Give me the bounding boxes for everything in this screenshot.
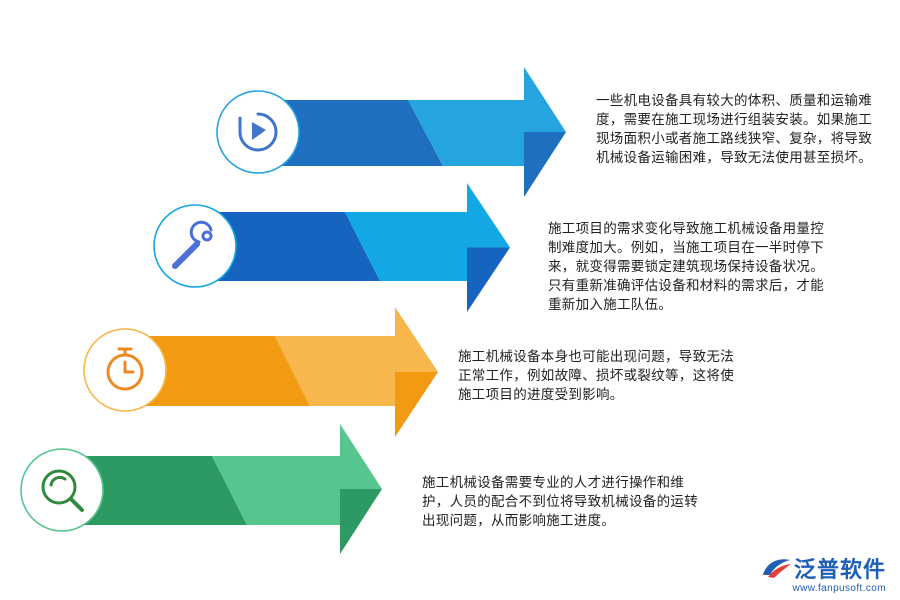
arrow-item-3 <box>83 307 438 437</box>
icon-circle <box>20 448 104 532</box>
pie-chart-icon <box>238 112 278 152</box>
arrow-head-lower <box>340 489 382 554</box>
brand-url: www.fanpusoft.com <box>792 583 886 594</box>
arrow-body-dark <box>62 456 247 525</box>
arrow-item-1 <box>216 67 566 197</box>
arrow-body-light <box>275 336 395 406</box>
arrow-head-lower <box>524 132 566 197</box>
item-text-2: 施工项目的需求变化导致施工机械设备用量控制难度加大。例如，当施工项目在一半时停下… <box>548 221 824 313</box>
item-text-3: 施工机械设备本身也可能出现问题，导致无法正常工作，例如故障、损坏或裂纹等，这将使… <box>458 349 734 403</box>
brand-name: 泛普软件 <box>793 558 886 583</box>
arrow-body-dark <box>195 212 380 281</box>
brand-logo: 泛普软件 www.fanpusoft.com <box>760 552 886 594</box>
arrow-head-upper <box>395 307 438 372</box>
item-text-4: 施工机械设备需要专业的人才进行操作和维护，人员的配合不到位将导致机械设备的运转出… <box>422 475 698 529</box>
wrench-icon <box>172 220 213 269</box>
arrow-item-4 <box>20 424 382 554</box>
stopwatch-icon <box>106 347 144 391</box>
arrow-body-light <box>212 456 340 525</box>
search-icon <box>41 469 84 512</box>
arrow-head-upper <box>467 183 510 248</box>
item-text-1: 一些机电设备具有较大的体积、质量和运输难度，需要在施工现场进行组装安装。如果施工… <box>596 93 872 166</box>
arrow-body-light <box>408 100 524 166</box>
brand-logo-icon <box>762 559 791 578</box>
arrow-head-upper <box>340 424 382 489</box>
arrow-body-dark <box>125 336 310 406</box>
arrow-body-light <box>345 212 467 281</box>
arrow-item-2 <box>153 183 510 312</box>
arrow-head-lower <box>395 372 438 437</box>
arrow-head-lower <box>467 247 510 312</box>
arrow-body-dark <box>258 100 443 166</box>
arrow-head-upper <box>524 67 566 132</box>
